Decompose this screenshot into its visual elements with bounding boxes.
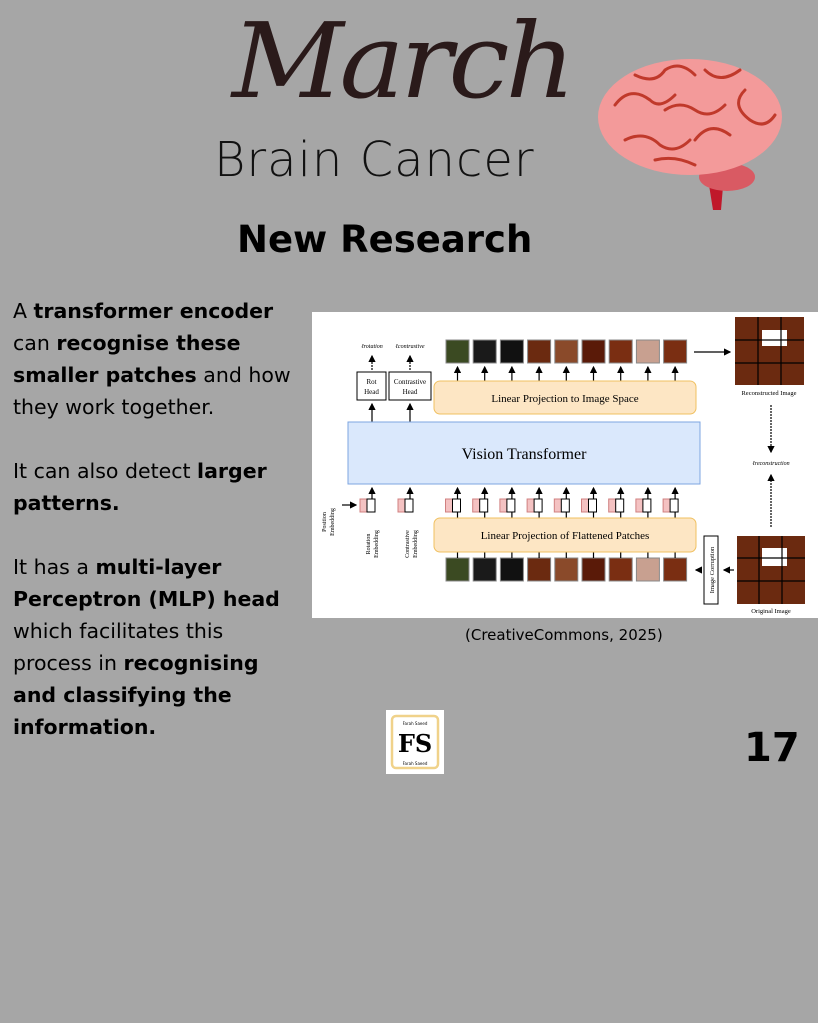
input-patch — [472, 557, 497, 582]
subtitle-brain-cancer: Brain Cancer — [214, 132, 535, 188]
output-patch — [581, 339, 606, 364]
original-image-label: Original Image — [751, 608, 791, 615]
svg-text:Embedding: Embedding — [330, 508, 336, 536]
title-march: March — [231, 0, 576, 122]
output-patch — [499, 339, 524, 364]
text: and how they work together. — [13, 363, 291, 419]
bold-text: multi-layer Perceptron (MLP) head — [13, 555, 280, 611]
paragraph-3: It has a multi-layer Perceptron (MLP) he… — [13, 551, 303, 743]
linear-projection-top-label: Linear Projection to Image Space — [491, 393, 638, 405]
vision-transformer-label: Vision Transformer — [462, 446, 587, 463]
token-embeddings — [359, 498, 679, 513]
output-patch — [527, 339, 552, 364]
rot-head-label: Head — [364, 388, 379, 396]
loss-contrastive-label: ℓcontrastive — [395, 344, 424, 350]
output-patches — [445, 339, 688, 364]
output-patch — [445, 339, 470, 364]
loss-reconstruction-label: ℓreconstruction — [752, 461, 789, 467]
vision-transformer-box — [347, 421, 701, 485]
input-patches — [445, 557, 688, 582]
image-corruption-box — [703, 535, 719, 605]
svg-text:Embedding: Embedding — [413, 530, 419, 558]
text: which facilitates this process in — [13, 619, 224, 675]
logo-name-bottom: Farah Saeed — [403, 761, 428, 766]
reconstructed-image-label: Reconstructed Image — [741, 390, 796, 397]
contrastive-head-label: Head — [403, 388, 418, 396]
output-patch — [635, 339, 660, 364]
patch-token — [560, 498, 570, 513]
logo-name-top: Farah Saeed — [403, 721, 428, 726]
brain-icon — [598, 59, 782, 210]
text: It can also detect — [13, 459, 198, 483]
vision-transformer-diagram: ℓrotation ℓcontrastive Rot Head Contrast… — [312, 312, 818, 618]
body-text: A transformer encoder can recognise thes… — [13, 295, 303, 775]
patch-token — [506, 498, 516, 513]
heading-new-research: New Research — [237, 218, 533, 261]
bold-text: larger patterns. — [13, 459, 267, 515]
input-patch — [527, 557, 552, 582]
input-patch — [554, 557, 579, 582]
patch-token — [533, 498, 543, 513]
patch-token — [669, 498, 679, 513]
special-token — [404, 498, 414, 513]
svg-text:Contrastive: Contrastive — [405, 530, 411, 558]
output-patch — [608, 339, 633, 364]
linear-projection-bottom-label: Linear Projection of Flattened Patches — [481, 530, 650, 542]
rot-head-label: Rot — [366, 378, 376, 386]
bold-text: transformer encoder — [33, 299, 274, 323]
image-corruption-label: Image Corruption — [709, 546, 716, 593]
patch-token — [452, 498, 461, 513]
output-patch — [663, 339, 688, 364]
text: It has a — [13, 555, 96, 579]
input-patch — [663, 557, 688, 582]
rot-head-box — [356, 371, 387, 401]
logo-initials: FS — [398, 729, 432, 758]
loss-rotation-label: ℓrotation — [361, 344, 383, 350]
farah-saeed-logo: Farah Saeed FS Farah Saeed — [386, 710, 444, 774]
linear-projection-top-box — [433, 380, 697, 415]
svg-text:Rotation: Rotation — [366, 534, 372, 555]
bold-text: recognise these smaller patches — [13, 331, 241, 387]
output-patch — [472, 339, 497, 364]
input-patch — [608, 557, 633, 582]
patch-token — [588, 498, 597, 513]
linear-projection-bottom-box — [433, 517, 697, 553]
contrastive-head-box — [388, 371, 432, 401]
special-token — [366, 498, 376, 513]
image-credit: (CreativeCommons, 2025) — [465, 626, 663, 644]
input-patch — [581, 557, 606, 582]
paragraph-2: It can also detect larger patterns. — [13, 455, 303, 519]
input-patch — [445, 557, 470, 582]
reconstructed-image — [735, 317, 804, 385]
input-patch — [499, 557, 524, 582]
contrastive-head-label: Contrastive — [394, 378, 426, 386]
text: can — [13, 331, 57, 355]
patch-token — [642, 498, 652, 513]
svg-text:Embedding: Embedding — [374, 530, 380, 558]
output-patch — [554, 339, 579, 364]
svg-text:Position: Position — [322, 512, 328, 532]
original-image — [737, 536, 805, 604]
input-patch — [635, 557, 660, 582]
bold-text: recognising and classifying the informat… — [13, 651, 259, 739]
patch-token — [479, 498, 489, 513]
paragraph-1: A transformer encoder can recognise thes… — [13, 295, 303, 423]
page-number: 17 — [744, 725, 800, 771]
text: A — [13, 299, 34, 323]
patch-token — [615, 498, 625, 513]
